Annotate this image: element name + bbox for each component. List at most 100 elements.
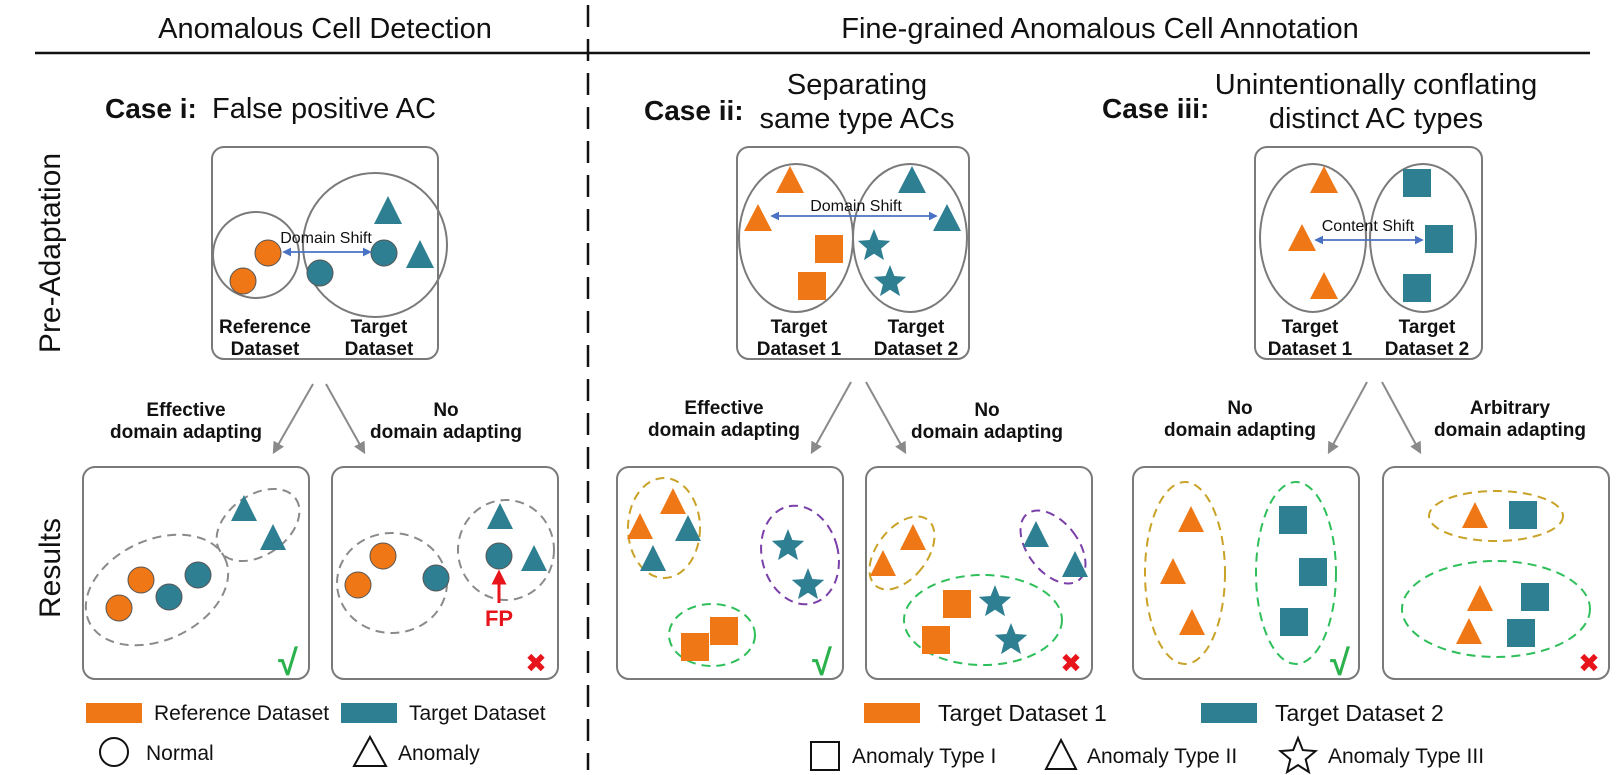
case-iii-pre-box bbox=[1254, 146, 1483, 360]
case-i-result-target bbox=[155, 583, 183, 611]
header-anomalous-cell-detection: Anomalous Cell Detection bbox=[158, 13, 492, 45]
case-i-result-cluster bbox=[215, 487, 301, 563]
case-ii-shift-label: Domain Shift bbox=[810, 198, 902, 215]
case-ii-result-anomaly-star bbox=[771, 529, 805, 561]
case-iii-result-anomaly bbox=[1179, 609, 1205, 635]
case-ii-result-anomaly-star bbox=[791, 568, 825, 600]
case-i-cross-icon: ✖ bbox=[525, 648, 547, 678]
case-iii-check-icon: √ bbox=[1330, 642, 1350, 683]
case-i: Case i: False positive AC Domain Shift R… bbox=[82, 93, 559, 683]
case-ii-branch-left-line1: Effective bbox=[684, 398, 763, 419]
case-ii-target1-anomaly-square bbox=[815, 235, 843, 263]
case-iii-dataset-a-line2: Dataset 1 bbox=[1268, 339, 1353, 360]
case-ii-branch-arrow-right bbox=[865, 381, 907, 455]
case-iii-target1-group bbox=[1259, 163, 1367, 313]
case-ii-result-anomaly-star bbox=[994, 623, 1028, 655]
case-i-dataset-a-line1: Reference bbox=[219, 317, 311, 338]
case-i-target-cell bbox=[370, 239, 398, 267]
case-i-result-anomaly bbox=[487, 503, 513, 529]
row-label-results: Results bbox=[34, 518, 67, 618]
case-i-result-cluster bbox=[457, 499, 555, 601]
case-iii-result-anomaly bbox=[1462, 502, 1488, 528]
case-i-dataset-a-line2: Dataset bbox=[231, 339, 300, 360]
legend-normal-icon bbox=[99, 737, 129, 767]
case-iii-target1-anomaly bbox=[1310, 272, 1338, 299]
case-iii-title-line1: Unintentionally conflating bbox=[1215, 69, 1537, 101]
case-iii-branch-right-line1: Arbitrary bbox=[1470, 398, 1551, 419]
case-ii-result-cluster-purple bbox=[760, 504, 840, 606]
case-i-result-reference bbox=[369, 542, 397, 570]
case-i-result-cluster bbox=[84, 533, 230, 647]
legend-type3-label: Anomaly Type III bbox=[1328, 745, 1484, 768]
case-iii-target1-anomaly bbox=[1288, 224, 1316, 251]
legend-anomaly-label: Anomaly bbox=[398, 742, 480, 765]
case-ii-result-anomaly bbox=[640, 545, 666, 571]
case-ii-result-anomaly-square bbox=[943, 590, 971, 618]
case-ii-dataset-b-line2: Dataset 2 bbox=[874, 339, 959, 360]
case-iii-result-cluster-green bbox=[1255, 481, 1337, 665]
case-ii-title-line1: Separating bbox=[787, 69, 927, 101]
case-ii-branch-arrow-left bbox=[810, 381, 852, 455]
case-iii-result-anomaly-square bbox=[1280, 608, 1308, 636]
case-ii-label: Case ii: bbox=[644, 95, 744, 126]
case-iii-branch-arrow-left bbox=[1327, 381, 1368, 455]
case-ii-result-cluster-purple bbox=[1019, 509, 1087, 585]
case-ii-result-anomaly-square bbox=[681, 633, 709, 661]
case-i-shift-label: Domain Shift bbox=[280, 230, 372, 247]
case-ii-target2-anomaly-star bbox=[873, 265, 907, 297]
case-i-result-effective bbox=[82, 466, 310, 680]
case-ii-target2-anomaly-star bbox=[857, 229, 891, 261]
case-i-branch-left-line2: domain adapting bbox=[110, 422, 262, 443]
legend-target1-label: Target Dataset 1 bbox=[938, 700, 1107, 726]
case-i-check-icon: √ bbox=[278, 642, 298, 683]
case-iii-branch-left-line1: No bbox=[1227, 398, 1252, 419]
case-ii-result-cluster-gold bbox=[868, 515, 936, 591]
case-ii-target1-anomaly bbox=[776, 166, 804, 193]
legend-target1-swatch bbox=[864, 703, 920, 723]
case-i-dataset-b-line2: Dataset bbox=[345, 339, 414, 360]
case-ii-target1-anomaly bbox=[744, 204, 772, 231]
legend-anomaly-icon bbox=[352, 734, 388, 767]
case-iii-title-line2: distinct AC types bbox=[1269, 103, 1483, 135]
case-ii-result-anomaly bbox=[660, 488, 686, 514]
case-i-result-target bbox=[422, 564, 450, 592]
case-iii-result-anomaly-square bbox=[1299, 558, 1327, 586]
case-ii-result-anomaly bbox=[870, 550, 896, 576]
case-iii-result-anomaly bbox=[1456, 618, 1482, 644]
case-ii-cross-icon: ✖ bbox=[1060, 648, 1082, 678]
case-iii-dataset-b-line1: Target bbox=[1399, 317, 1456, 338]
case-ii-result-anomaly bbox=[627, 513, 653, 539]
header-fine-grained-annotation: Fine-grained Anomalous Cell Annotation bbox=[841, 13, 1359, 45]
case-iii-shift-label: Content Shift bbox=[1322, 218, 1415, 235]
case-ii-target2-anomaly bbox=[933, 204, 961, 231]
case-i-result-anomaly bbox=[231, 495, 257, 521]
case-i-branch-right-line1: No bbox=[433, 400, 458, 421]
case-iii-result-anomaly bbox=[1160, 558, 1186, 584]
case-iii-result-cluster-gold bbox=[1144, 481, 1226, 665]
case-ii-result-anomaly bbox=[1023, 521, 1049, 547]
legend-target2-label: Target Dataset 2 bbox=[1275, 700, 1444, 726]
case-ii-dataset-a-line1: Target bbox=[771, 317, 828, 338]
case-i-title: False positive AC bbox=[212, 93, 436, 125]
case-i-result-reference bbox=[105, 594, 133, 622]
case-iii-cross-icon: ✖ bbox=[1578, 648, 1600, 678]
case-ii-result-anomaly-square bbox=[710, 617, 738, 645]
case-i-branch-right-line2: domain adapting bbox=[370, 422, 522, 443]
legend-reference-label: Reference Dataset bbox=[154, 702, 329, 725]
case-ii-branch-right-line1: No bbox=[974, 400, 999, 421]
legend-type2-triangle-icon bbox=[1044, 737, 1078, 770]
case-ii-result-cluster-green bbox=[903, 574, 1063, 666]
case-iii-target2-anomaly-square bbox=[1403, 274, 1431, 302]
legend-target2-swatch bbox=[1201, 703, 1257, 723]
case-i-target-group bbox=[302, 172, 448, 318]
case-i-result-anomaly bbox=[521, 545, 547, 571]
case-ii-result-anomaly bbox=[1062, 551, 1088, 577]
case-iii-result-cluster-gold bbox=[1428, 490, 1564, 542]
case-i-branch-arrow-left bbox=[272, 383, 314, 455]
case-i-pre-box bbox=[211, 146, 439, 360]
case-ii-dataset-a-line2: Dataset 1 bbox=[757, 339, 842, 360]
case-ii-result-anomaly bbox=[675, 515, 701, 541]
case-ii: Case ii: Separating same type ACs Domain… bbox=[616, 69, 1093, 683]
case-iii-result-no-adapting bbox=[1132, 466, 1360, 680]
